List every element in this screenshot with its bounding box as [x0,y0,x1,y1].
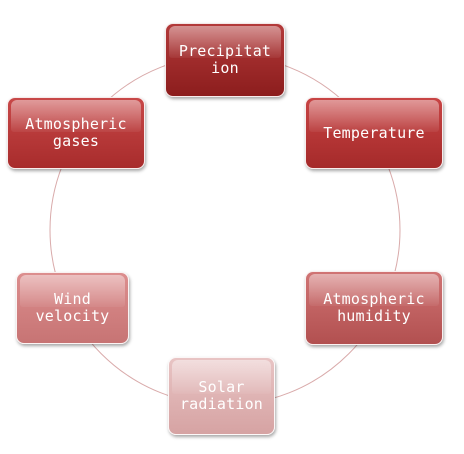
node-temperature: Temperature [305,97,443,169]
node-temperature-label: Temperature [323,123,425,142]
